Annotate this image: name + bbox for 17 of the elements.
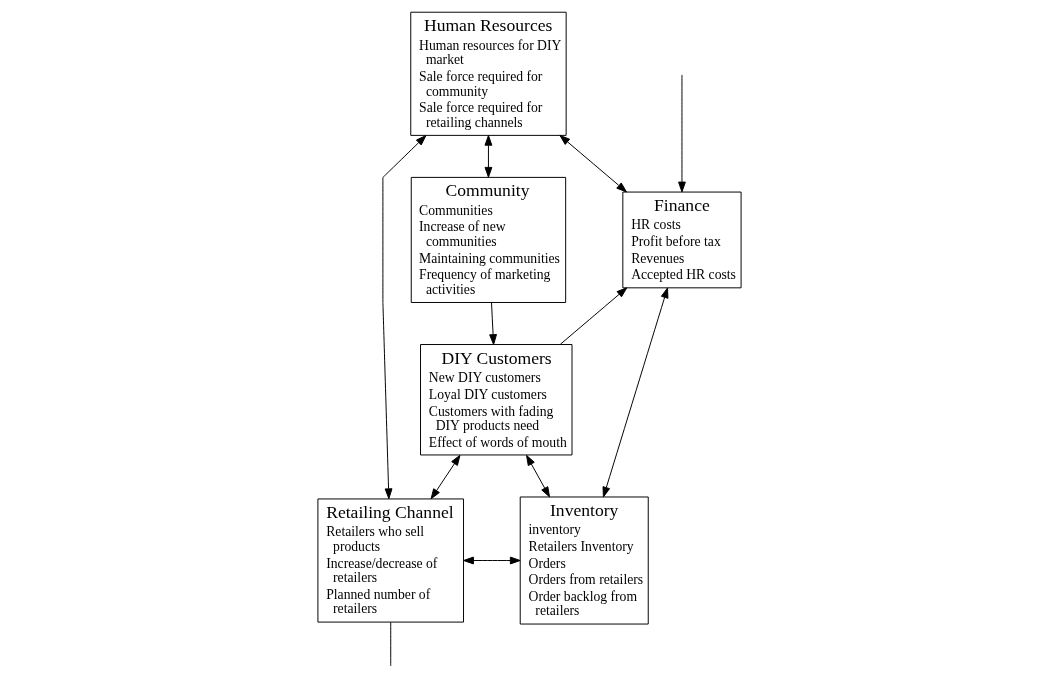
node-box: Human Resources Human resources for DIY market Sale force required for community Sale force required for retailing channels xyxy=(410,11,567,136)
arrow xyxy=(463,556,521,565)
node-box: Inventory inventory Retailers Inventory Orders Orders from retailers Order backlog from retailers xyxy=(519,496,649,625)
arrow xyxy=(559,287,628,345)
node-box: Community Communities Increase of new communities Maintaining communities Frequency of marketing activities xyxy=(410,176,567,303)
arrow xyxy=(484,134,493,178)
arrow xyxy=(559,134,627,193)
node-box: DIY Customers New DIY customers Loyal DIY customers Customers with fading DIY products need Effect of words of mouth xyxy=(420,344,573,456)
arrow xyxy=(430,454,461,500)
connector xyxy=(390,621,392,667)
arrow xyxy=(526,454,550,498)
arrow xyxy=(489,302,497,345)
arrow xyxy=(382,135,427,500)
node-box: Finance HR costs Profit before tax Revenues Accepted HR costs xyxy=(622,191,742,289)
arrow xyxy=(602,287,669,498)
node-box: Retailing Channel Retailers who sell products Increase/decrease of retailers Planned number of retailers xyxy=(317,498,464,623)
arrow xyxy=(678,74,686,193)
